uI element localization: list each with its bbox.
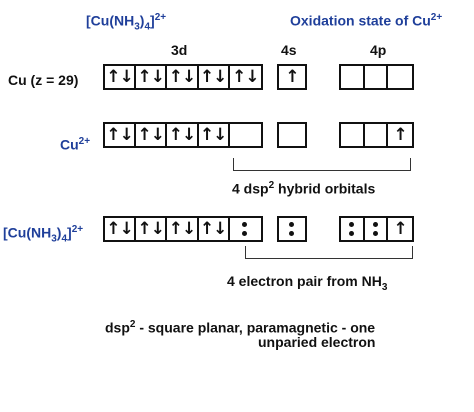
complex-title-close: ] — [150, 12, 155, 29]
oxidation-title-sup: 2+ — [430, 12, 443, 23]
electron-dot — [288, 231, 294, 236]
orbital-box-cu2-d: ↑↓↑↓↑↓↑↓ — [103, 122, 263, 148]
row-label-complex-sup: 2+ — [71, 224, 84, 235]
orbital-cu-s-0: ↑ — [279, 66, 305, 88]
orbital-box-cu2-s — [277, 122, 307, 148]
electron-arrows: ↑↓ — [137, 218, 165, 239]
row-label-complex-close: ] — [67, 224, 72, 241]
orbital-complex-p-0-electron-pair — [341, 218, 365, 240]
electron-dot — [372, 222, 378, 227]
electron-arrows: ↑↓ — [168, 218, 196, 239]
electron-arrows: ↑↓ — [106, 66, 133, 87]
row-label-cu2: Cu2+ — [60, 134, 90, 153]
orbital-complex-p-2: ↑ — [388, 218, 412, 240]
electron-dot — [288, 222, 294, 227]
orbital-complex-d-2: ↑↓ — [167, 218, 199, 240]
label-3d: 3d — [171, 42, 188, 58]
orbital-cu2-d-1: ↑↓ — [136, 124, 168, 146]
pairs-label: 4 electron pair from NH3 — [227, 273, 387, 296]
orbital-cu-d-1: ↑↓ — [136, 66, 168, 88]
orbital-cu-p-1 — [365, 66, 389, 88]
row-label-cu2-base: Cu — [60, 136, 79, 153]
pairs-label-sub: 3 — [381, 281, 388, 293]
conclusion-line1: dsp2 - square planar, paramagnetic - one — [105, 317, 375, 336]
pairs-label-a: 4 electron pair from NH — [227, 273, 382, 289]
orbital-cu-p-2 — [388, 66, 412, 88]
electron-arrows: ↑↓ — [137, 124, 165, 145]
complex-title: [Cu(NH3)4]2+ — [86, 10, 166, 35]
orbital-complex-d-1: ↑↓ — [136, 218, 168, 240]
row-label-complex: [Cu(NH3)4]2+ — [3, 222, 83, 247]
electron-arrows: ↑↓ — [199, 218, 227, 239]
complex-title-sub2: 4 — [144, 21, 151, 33]
complex-title-sup: 2+ — [154, 12, 167, 23]
label-4s: 4s — [281, 42, 297, 58]
orbital-cu2-p-1 — [365, 124, 389, 146]
row-label-cu: Cu (z = 29) — [8, 72, 79, 88]
orbital-cu2-s-0 — [279, 124, 305, 146]
electron-dot — [241, 222, 247, 227]
electron-arrows: ↑↓ — [106, 218, 133, 239]
electron-arrows: ↑ — [393, 218, 408, 239]
electron-arrows: ↑↓ — [106, 124, 133, 145]
row-label-complex-base: [Cu(NH — [3, 224, 52, 241]
label-4p: 4p — [370, 42, 387, 58]
pair-bracket — [245, 246, 413, 259]
conclusion-b: - square planar, paramagnetic - one — [135, 319, 376, 336]
row-label-cu2-sup: 2+ — [78, 136, 91, 147]
electron-dot — [241, 231, 247, 236]
orbital-cu2-d-2: ↑↓ — [167, 124, 199, 146]
orbital-cu2-d-0: ↑↓ — [105, 124, 137, 146]
orbital-cu2-p-0 — [341, 124, 365, 146]
electron-arrows: ↑ — [285, 66, 299, 87]
row-label-complex-sub: 3 — [51, 233, 57, 245]
orbital-box-complex-p: ↑ — [339, 216, 414, 242]
orbital-box-complex-s — [277, 216, 307, 242]
complex-title-base: [Cu(NH — [86, 12, 135, 29]
orbital-cu-d-0: ↑↓ — [105, 66, 137, 88]
conclusion-sup: 2 — [129, 319, 136, 330]
electron-arrows: ↑ — [393, 124, 408, 145]
orbital-box-cu-d: ↑↓↑↓↑↓↑↓↑↓ — [103, 64, 263, 90]
orbital-box-complex-d: ↑↓↑↓↑↓↑↓ — [103, 216, 263, 242]
orbital-cu2-p-2: ↑ — [388, 124, 412, 146]
orbital-complex-s-0-electron-pair — [279, 218, 305, 240]
oxidation-title: Oxidation state of Cu2+ — [290, 10, 442, 29]
orbital-cu2-d-3: ↑↓ — [199, 124, 230, 146]
hybrid-label: 4 dsp2 hybrid orbitals — [232, 178, 375, 197]
electron-arrows: ↑↓ — [168, 124, 196, 145]
orbital-box-cu-s: ↑ — [277, 64, 307, 90]
orbital-cu-d-2: ↑↓ — [167, 66, 199, 88]
electron-dot — [349, 231, 355, 236]
conclusion-line2: unparied electron — [258, 334, 376, 350]
orbital-cu-p-0 — [341, 66, 365, 88]
complex-title-mid: ) — [139, 12, 145, 29]
orbital-complex-d-0: ↑↓ — [105, 218, 137, 240]
conclusion-a: dsp — [105, 319, 130, 336]
orbital-cu-d-4: ↑↓ — [230, 66, 261, 88]
oxidation-title-base: Oxidation state of Cu — [290, 12, 431, 29]
electron-arrows: ↑↓ — [199, 124, 227, 145]
hybrid-label-sup: 2 — [268, 180, 275, 191]
orbital-complex-d-4-electron-pair — [230, 218, 261, 240]
electron-dot — [372, 231, 378, 236]
orbital-box-cu-p — [339, 64, 414, 90]
orbital-complex-p-1-electron-pair — [365, 218, 389, 240]
electron-arrows: ↑↓ — [232, 66, 259, 87]
electron-arrows: ↑↓ — [168, 66, 196, 87]
orbital-cu-d-3: ↑↓ — [199, 66, 230, 88]
electron-arrows: ↑↓ — [137, 66, 165, 87]
hybrid-label-a: 4 dsp — [232, 180, 269, 197]
orbital-complex-d-3: ↑↓ — [199, 218, 230, 240]
orbital-box-cu2-p: ↑ — [339, 122, 414, 148]
electron-dot — [349, 222, 355, 227]
hybrid-bracket — [233, 158, 411, 171]
hybrid-label-b: hybrid orbitals — [274, 180, 376, 197]
complex-title-sub: 3 — [134, 21, 140, 33]
row-label-complex-mid: ) — [56, 224, 62, 241]
row-label-complex-sub2: 4 — [61, 233, 68, 245]
electron-arrows: ↑↓ — [199, 66, 227, 87]
orbital-cu2-d-4 — [230, 124, 261, 146]
